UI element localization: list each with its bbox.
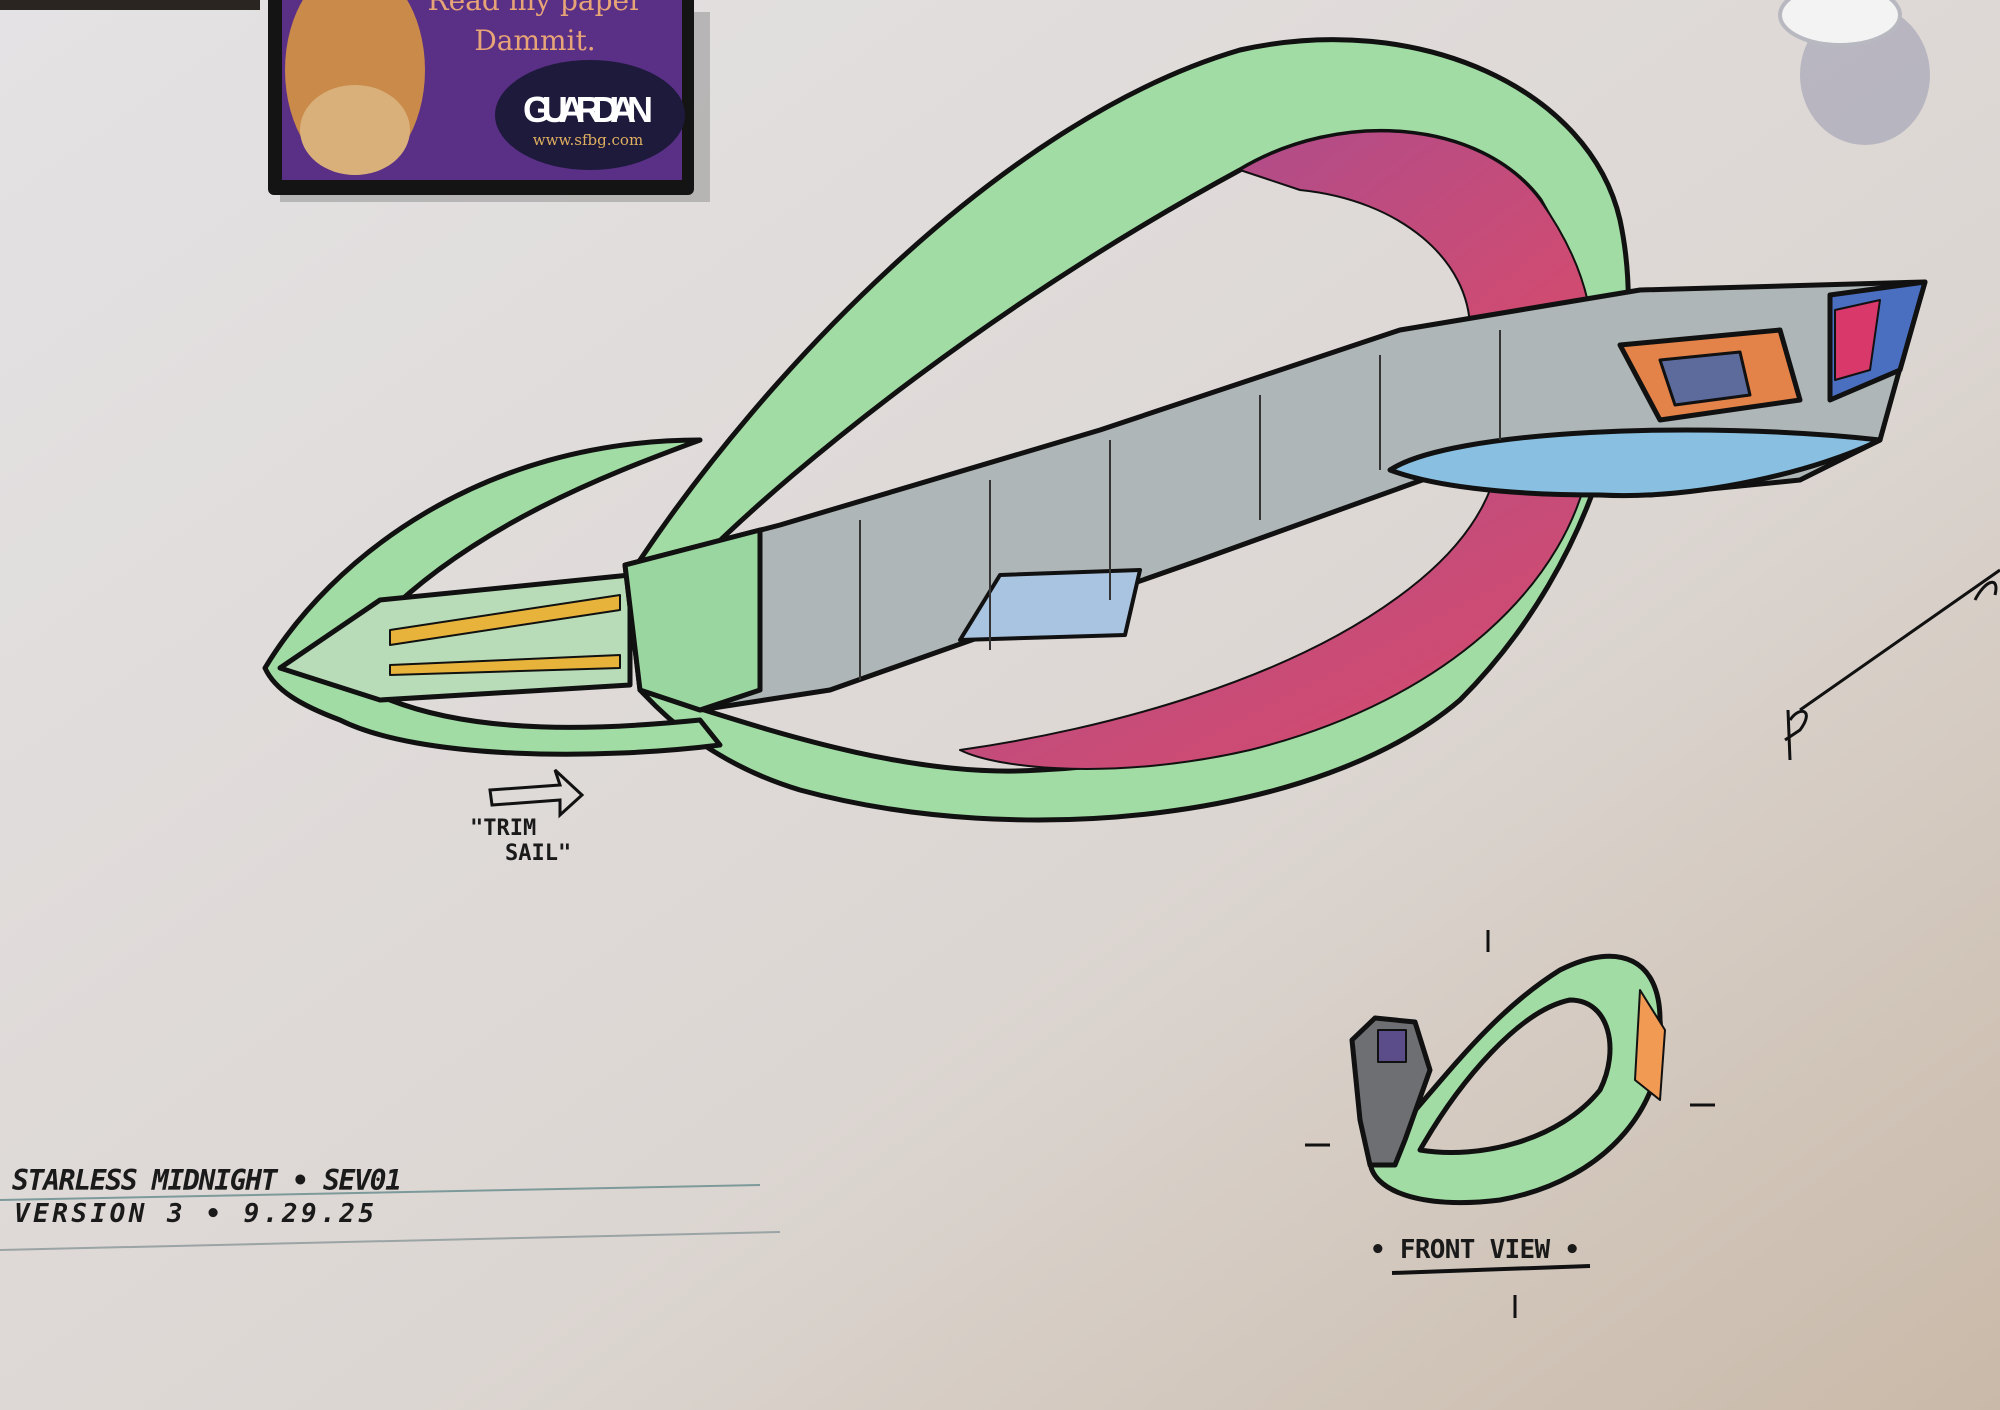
front-view-hull: [1349, 1015, 1433, 1168]
drawing-title: STARLESS MIDNIGHT • SEV01: [12, 1164, 402, 1197]
magnet-line1: Read my paper: [428, 0, 644, 17]
magnet-line2: Dammit.: [474, 24, 595, 57]
saucer-underside: [1387, 427, 1883, 499]
front-view-label: • FRONT VIEW •: [1370, 1235, 1580, 1265]
title-rule-1: [0, 1184, 761, 1201]
trim-sail-label-line1: "TRIM: [470, 816, 536, 841]
top-edge: [0, 0, 260, 10]
hull-body: [622, 279, 1928, 713]
front-view-drawing: [1349, 953, 1666, 1206]
glass-cup: [1778, 0, 1930, 145]
magnet-brand: GUARDIAN: [523, 89, 653, 130]
front-view-underline: [1391, 1264, 1591, 1275]
front-view-crosshair: [1305, 930, 1715, 1318]
magnet-url: www.sfbg.com: [533, 131, 643, 149]
starship-drawing: [262, 37, 1928, 1318]
observation-window: [958, 568, 1142, 642]
title-rule-2: [0, 1231, 781, 1251]
guardian-magnet: Read my paper Dammit. GUARDIAN www.sfbg.…: [268, 0, 710, 202]
drawing-version-date: VERSION 3 • 9.29.25: [14, 1199, 374, 1229]
trim-sail-label-line2: SAIL": [505, 841, 571, 866]
artist-signature: [1784, 568, 2000, 761]
hull-green-panel: [622, 527, 763, 713]
trim-sail-arrow: [488, 768, 585, 819]
